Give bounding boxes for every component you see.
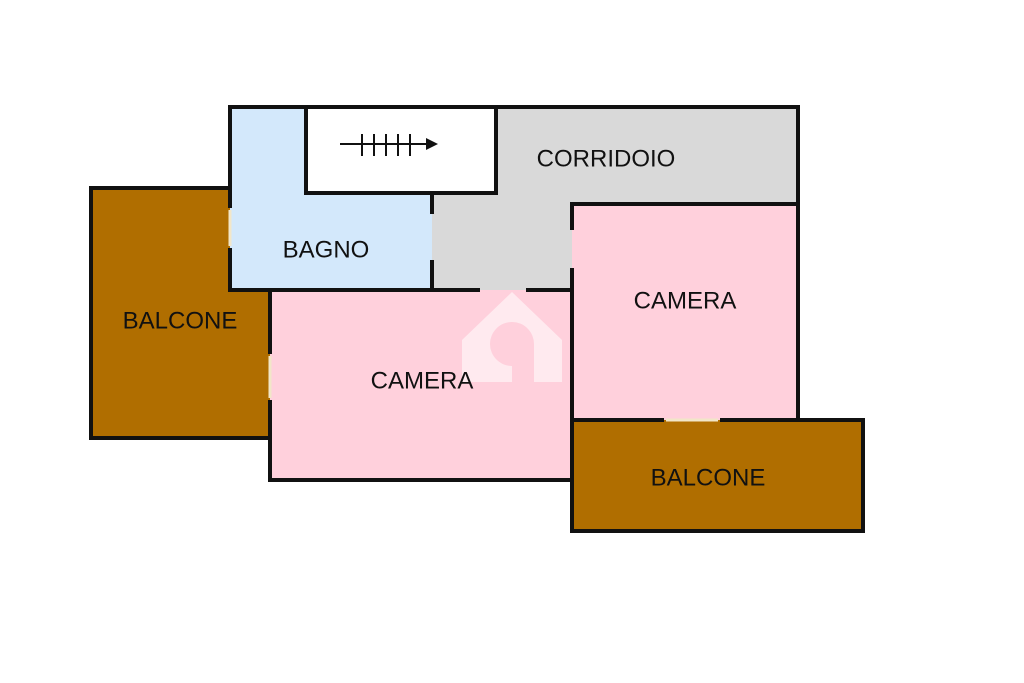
room-label-bagno: BAGNO: [283, 236, 370, 263]
stairs-arrow-icon: [340, 134, 438, 156]
room-fills: [91, 106, 863, 531]
room-label-camera-center: CAMERA: [371, 367, 474, 394]
room-label-corridoio: CORRIDOIO: [537, 145, 676, 172]
corridor-fill-bottom: [432, 193, 573, 291]
balcony-bottom-fill: [572, 420, 863, 531]
bedroom-right-fill: [572, 204, 798, 421]
room-labels: BALCONE BAGNO CORRIDOIO CAMERA CAMERA BA…: [123, 145, 766, 491]
room-label-balcone-bottom: BALCONE: [651, 464, 766, 491]
corridor-fill-top: [496, 106, 798, 205]
door-openings: [228, 210, 718, 422]
house-logo-icon: [462, 292, 562, 382]
room-label-balcone-left: BALCONE: [123, 307, 238, 334]
walls: [89, 105, 865, 533]
stairwell-fill: [306, 106, 496, 193]
room-label-camera-right: CAMERA: [634, 287, 737, 314]
